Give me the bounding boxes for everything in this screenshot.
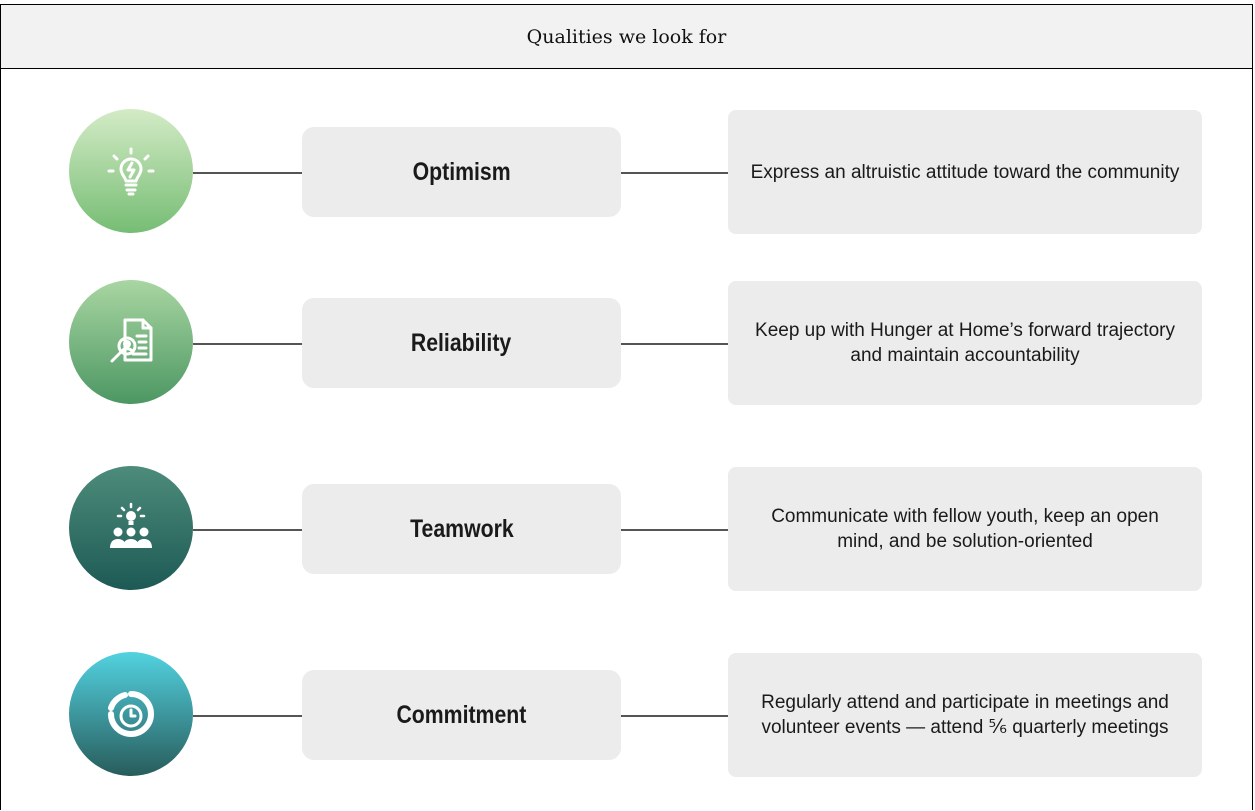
quality-description-box: Express an altruistic attitude toward th… bbox=[728, 110, 1202, 234]
quality-row-commitment: Commitment Regularly attend and particip… bbox=[1, 649, 1252, 779]
quality-description-box: Communicate with fellow youth, keep an o… bbox=[728, 467, 1202, 591]
connector-line bbox=[621, 715, 729, 717]
connector-line bbox=[621, 529, 729, 531]
clock-cycle-icon bbox=[108, 691, 154, 737]
quality-description-box: Keep up with Hunger at Home’s forward tr… bbox=[728, 281, 1202, 405]
quality-icon-circle bbox=[69, 109, 193, 233]
connector-line bbox=[193, 529, 303, 531]
connector-line bbox=[193, 715, 303, 717]
quality-name: Optimism bbox=[412, 157, 511, 186]
quality-description: Regularly attend and participate in meet… bbox=[761, 692, 1169, 738]
connector-line bbox=[193, 172, 303, 174]
quality-description: Express an altruistic attitude toward th… bbox=[750, 161, 1180, 183]
quality-name-box: Reliability bbox=[302, 298, 621, 388]
team-idea-icon bbox=[110, 502, 152, 548]
connector-line bbox=[193, 343, 303, 345]
quality-icon-circle bbox=[69, 280, 193, 404]
quality-description-box: Regularly attend and participate in meet… bbox=[728, 653, 1202, 777]
connector-line bbox=[621, 172, 729, 174]
page-title: Qualities we look for bbox=[526, 25, 727, 48]
quality-description: Communicate with fellow youth, keep an o… bbox=[771, 506, 1159, 552]
header-bar: Qualities we look for bbox=[1, 5, 1252, 69]
quality-icon-circle bbox=[69, 466, 193, 590]
quality-row-optimism: Optimism Express an altruistic attitude … bbox=[1, 106, 1252, 236]
connector-line bbox=[621, 343, 729, 345]
quality-name: Teamwork bbox=[409, 514, 514, 543]
document-frame: Qualities we look for Optimism Express a… bbox=[0, 4, 1253, 810]
quality-name-box: Optimism bbox=[302, 127, 621, 217]
lightbulb-icon bbox=[107, 147, 155, 196]
document-search-icon bbox=[110, 318, 153, 363]
quality-name: Reliability bbox=[411, 328, 512, 357]
quality-description: Keep up with Hunger at Home’s forward tr… bbox=[755, 320, 1175, 366]
quality-name-box: Teamwork bbox=[302, 484, 621, 574]
quality-icon-circle bbox=[69, 652, 193, 776]
quality-name: Commitment bbox=[396, 700, 527, 729]
quality-row-teamwork: Teamwork Communicate with fellow youth, … bbox=[1, 463, 1252, 593]
quality-row-reliability: Reliability Keep up with Hunger at Home’… bbox=[1, 277, 1252, 407]
quality-name-box: Commitment bbox=[302, 670, 621, 760]
